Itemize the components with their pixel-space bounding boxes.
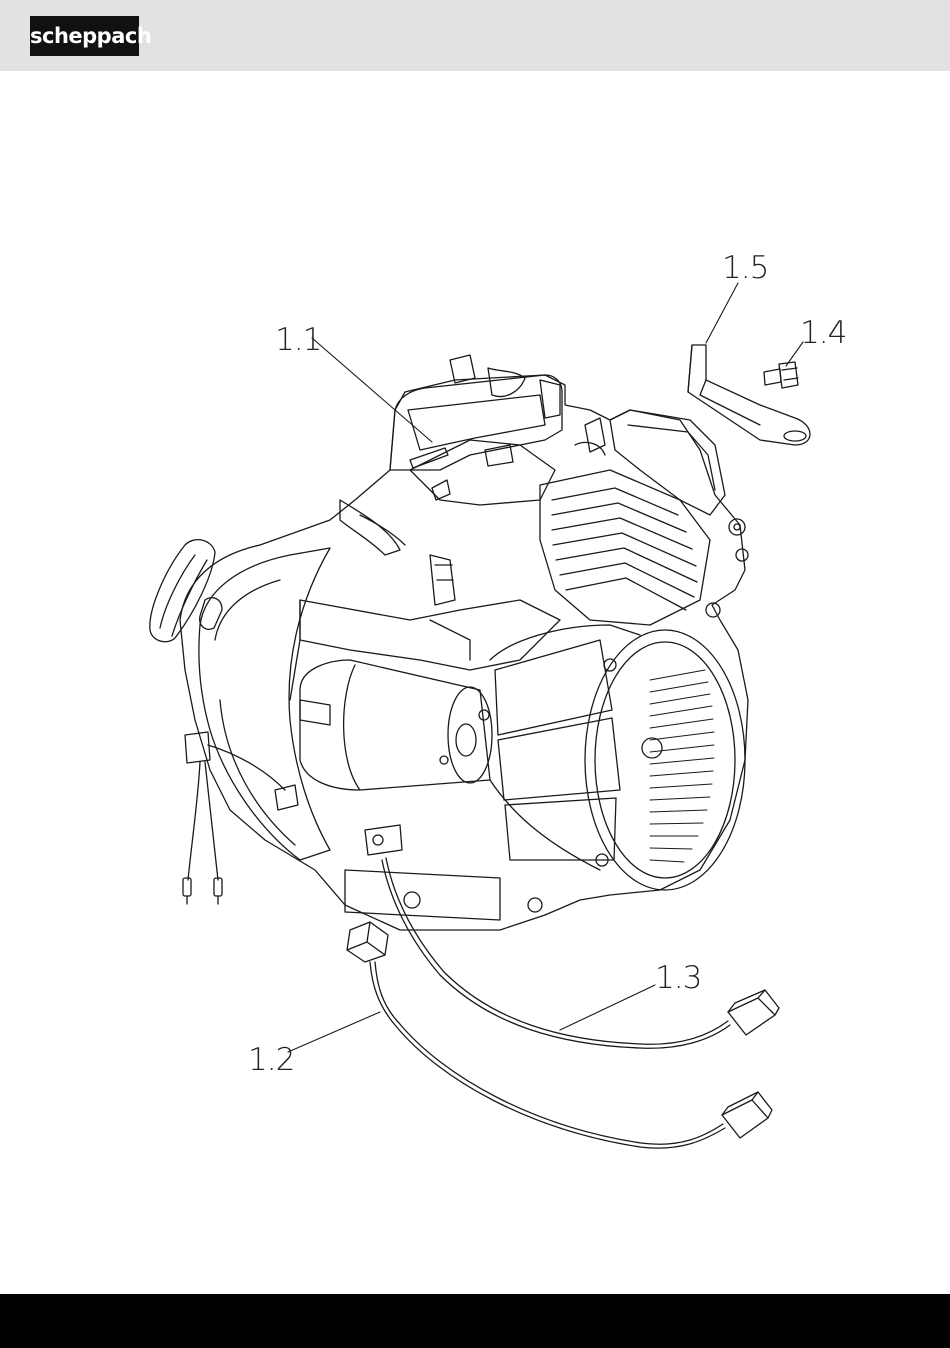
- leader-1-2: [288, 1012, 380, 1052]
- leader-lines: [288, 283, 803, 1052]
- label-1-3: 1.3: [655, 960, 701, 996]
- engine-assembly: [150, 355, 748, 930]
- label-1-2: 1.2: [248, 1042, 294, 1078]
- footer-bar: [0, 1294, 950, 1348]
- label-1-5: 1.5: [722, 250, 768, 286]
- bolt-part-1-4: [764, 362, 798, 388]
- bracket-part-1-5: [688, 345, 810, 445]
- label-1-4: 1.4: [800, 315, 846, 351]
- label-1-1: 1.1: [275, 322, 321, 358]
- leader-1-3: [560, 985, 655, 1030]
- cable-part-1-2: [347, 922, 772, 1148]
- leader-1-5: [706, 283, 738, 343]
